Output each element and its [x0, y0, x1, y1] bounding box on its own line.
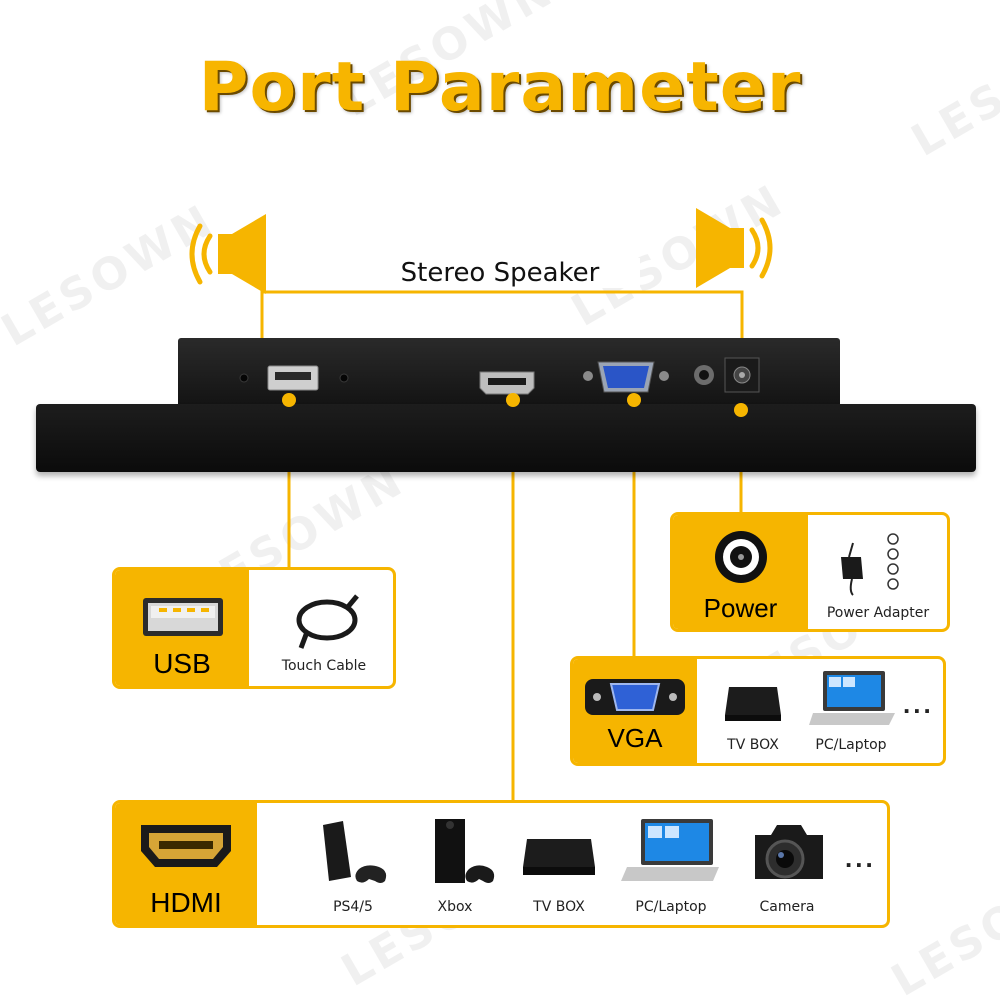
stereo-speaker-label: Stereo Speaker	[360, 258, 640, 288]
touch-cable-label: Touch Cable	[281, 658, 367, 674]
speaker-right-icon	[696, 208, 773, 288]
page-title: Port Parameter	[198, 48, 802, 127]
laptop-icon	[621, 819, 719, 881]
vga-port-label: VGA	[607, 723, 663, 753]
hdmi-ps-label: PS4/5	[333, 899, 373, 915]
vga-laptop-label: PC/Laptop	[815, 737, 887, 753]
laptop-icon	[809, 671, 895, 725]
watermark: LESOWN	[883, 844, 1000, 1000]
hdmi-port-label: HDMI	[150, 887, 222, 918]
power-adapter-label: Power Adapter	[826, 605, 930, 621]
camera-icon	[755, 825, 823, 879]
tv-box-icon	[725, 687, 781, 721]
power-adapter-icon	[841, 533, 899, 596]
hdmi-more: ...	[845, 843, 876, 873]
vga-tv-box-label: TV BOX	[727, 737, 779, 753]
power-card: Power Power Adapter	[670, 512, 950, 632]
monitor-body	[36, 404, 976, 472]
hdmi-laptop-label: PC/Laptop	[635, 899, 707, 915]
hdmi-card: HDMI PS4/5 Xbox TV BOX PC/Laptop Camera …	[112, 800, 890, 928]
xbox-icon	[435, 819, 495, 883]
monitor-ports	[239, 357, 760, 417]
hdmi-port-icon	[141, 825, 231, 867]
speaker-left-icon	[189, 214, 266, 294]
playstation-icon	[323, 821, 387, 883]
usb-port-label: USB	[153, 648, 211, 679]
hdmi-camera-label: Camera	[759, 899, 815, 915]
hdmi-xbox-label: Xbox	[437, 899, 473, 915]
vga-card: VGA TV BOX PC/Laptop ...	[570, 656, 946, 766]
usb-port-icon	[143, 598, 223, 636]
vga-port-icon	[585, 679, 685, 715]
hdmi-tv-box-label: TV BOX	[533, 899, 585, 915]
tv-box-icon	[523, 839, 595, 875]
vga-more: ...	[903, 689, 934, 719]
power-port-label: Power	[703, 593, 778, 623]
touch-cable-icon	[296, 594, 359, 649]
usb-card: USB Touch Cable	[112, 567, 396, 689]
power-jack-icon	[715, 531, 767, 583]
